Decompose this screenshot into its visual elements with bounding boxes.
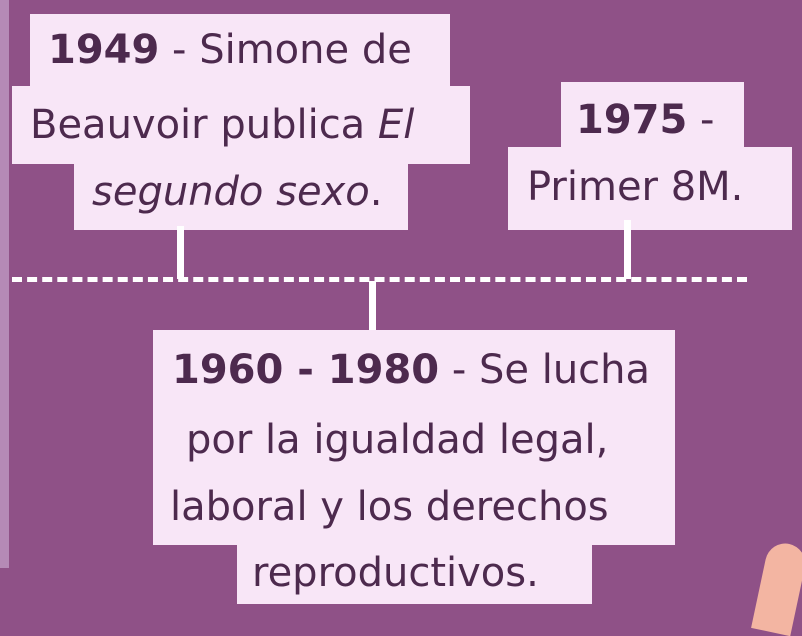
event-1949-line3-suffix: . [369,169,383,215]
event-1949-card [30,14,450,86]
event-1949-year: 1949 [48,27,160,73]
event-1949-line-2: Beauvoir publica El [30,101,414,149]
event-1975-separator: - [687,97,715,143]
event-1949-card-bottom [74,164,408,230]
event-1949-book-title-part2: segundo sexo [92,169,370,215]
event-1949-line-3: segundo sexo. [92,168,382,216]
event-1960-1980-line-3: laboral y los derechos [170,484,609,530]
event-1949-line1-text: Simone de [199,27,412,73]
event-1975-line-1: 1975 - [576,96,714,144]
event-1960-1980-card [153,330,675,545]
hand-illustration [751,539,802,636]
event-1960-1980-separator: - [439,347,479,393]
event-1975-card-bottom [508,147,792,230]
event-1949-line2-text: Beauvoir publica [30,102,378,148]
event-1960-1980-line-2: por la igualdad legal, [186,417,609,463]
event-1949-card-middle [12,86,470,164]
event-1975-line-2: Primer 8M. [527,164,744,210]
timeline-tick-1975 [624,220,631,279]
timeline-tick-1960-1980 [369,281,376,330]
event-1960-1980-line-1: 1960 - 1980 - Se lucha [172,346,650,394]
event-1960-1980-card-bottom [237,545,592,604]
event-1960-1980-line1-text: Se lucha [478,347,651,393]
event-1975-year: 1975 [576,97,688,143]
timeline-dashed-line [12,277,747,282]
event-1960-1980-line-4: reproductivos. [252,550,539,596]
event-1949-line-1: 1949 - Simone de [48,26,412,74]
left-accent-strip [0,0,9,568]
event-1960-1980-years: 1960 - 1980 [172,347,440,393]
timeline-tick-1949 [177,226,184,279]
event-1949-book-title-part1: El [377,102,415,148]
event-1949-separator: - [159,27,200,73]
